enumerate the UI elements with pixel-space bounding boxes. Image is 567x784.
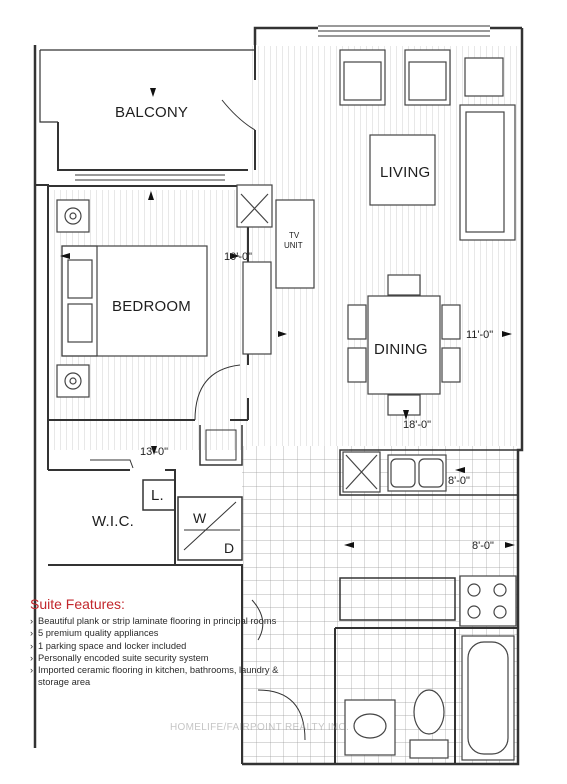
bedroom-window bbox=[75, 169, 225, 181]
laundry-diagonal bbox=[183, 501, 237, 551]
suite-features-list: Beautiful plank or strip laminate floori… bbox=[30, 615, 280, 689]
dimension-arrows bbox=[60, 88, 515, 548]
balcony-rail bbox=[39, 49, 255, 123]
feature-item: 1 parking space and locker included bbox=[30, 640, 280, 653]
toilet-bowl bbox=[413, 689, 445, 735]
vanity bbox=[344, 699, 396, 756]
bedroom-length-label: 13'-0" bbox=[140, 446, 168, 458]
linen-label: L. bbox=[151, 487, 164, 504]
dining-chair-left-1 bbox=[347, 304, 367, 340]
feature-item: Imported ceramic flooring in kitchen, ba… bbox=[30, 664, 280, 689]
balcony-label: BALCONY bbox=[115, 104, 188, 121]
interior-walls bbox=[48, 45, 519, 764]
watermark: HOMELIFE/FAIRPOINT REALTY INC. bbox=[170, 722, 350, 733]
sofa bbox=[459, 104, 516, 241]
dining-chair-top bbox=[387, 274, 421, 296]
coffee-table bbox=[369, 134, 436, 206]
laundry-closet bbox=[177, 496, 243, 561]
bedroom-door-swing bbox=[194, 364, 241, 421]
washer-label: W bbox=[193, 510, 207, 526]
tv-unit-label-2: UNIT bbox=[284, 241, 303, 250]
kitchen-sink bbox=[387, 454, 447, 492]
bath-wall bbox=[334, 627, 518, 764]
stove bbox=[459, 575, 517, 627]
pillow-top bbox=[67, 259, 93, 299]
wic-label: W.I.C. bbox=[92, 513, 134, 530]
closet-bifold bbox=[199, 425, 243, 466]
bedroom-label: BEDROOM bbox=[112, 298, 191, 315]
dining-chair-left-2 bbox=[347, 347, 367, 383]
bathtub bbox=[461, 635, 515, 761]
dining-table bbox=[367, 295, 441, 395]
wic-sliding-door bbox=[90, 459, 134, 469]
nightstand-bottom bbox=[56, 364, 90, 398]
outer-wall-top bbox=[253, 26, 522, 45]
room-labels: BALCONY LIVING BEDROOM DINING W.I.C. L. … bbox=[92, 104, 430, 556]
nightstand-top bbox=[56, 199, 90, 233]
suite-features-title: Suite Features: bbox=[30, 596, 125, 612]
pillow-bottom bbox=[67, 303, 93, 343]
dryer-label: D bbox=[224, 540, 234, 556]
dining-chair-right-1 bbox=[441, 304, 461, 340]
kitchen-counter-top bbox=[339, 449, 519, 496]
balcony-wall bbox=[57, 122, 248, 171]
armchair-left bbox=[339, 49, 386, 106]
feature-item: 5 premium quality appliances bbox=[30, 627, 280, 640]
dining-chair-bottom bbox=[387, 394, 421, 416]
dining-width-label: 11'-0" bbox=[466, 329, 493, 341]
feature-item: Personally encoded suite security system bbox=[30, 652, 280, 665]
side-table bbox=[464, 57, 504, 97]
storage-box bbox=[236, 184, 273, 228]
kitchen-width-label: 8'-0" bbox=[448, 475, 470, 487]
balcony-door-swing bbox=[221, 99, 256, 131]
closet-inner bbox=[205, 429, 237, 461]
dimension-labels: 10'-0" 11'-0" 18'-0" 13'-0" 8'-0" 8'-0" bbox=[140, 251, 494, 552]
armchair-right bbox=[404, 49, 451, 106]
suite-features-panel: Suite Features: Beautiful plank or strip… bbox=[30, 596, 280, 689]
wic-wall bbox=[48, 469, 176, 566]
dresser bbox=[242, 261, 272, 355]
feature-item: Beautiful plank or strip laminate floori… bbox=[30, 615, 280, 628]
kitchen-island bbox=[339, 577, 456, 621]
linen-closet bbox=[142, 479, 176, 511]
living-label: LIVING bbox=[380, 164, 430, 181]
dining-chair-right-2 bbox=[441, 347, 461, 383]
kitchen-length-label: 8'-0" bbox=[472, 540, 494, 552]
tv-unit bbox=[275, 199, 315, 289]
entry-door-bottom bbox=[257, 689, 306, 741]
tv-unit-label-1: TV bbox=[289, 231, 300, 240]
toilet-tank bbox=[409, 739, 449, 759]
bedroom-width-label: 10'-0" bbox=[224, 251, 252, 263]
living-window bbox=[318, 25, 490, 37]
living-length-label: 18'-0" bbox=[403, 419, 431, 431]
bedroom-wall-left bbox=[35, 184, 49, 470]
dining-label: DINING bbox=[374, 341, 428, 358]
furniture bbox=[56, 49, 517, 761]
